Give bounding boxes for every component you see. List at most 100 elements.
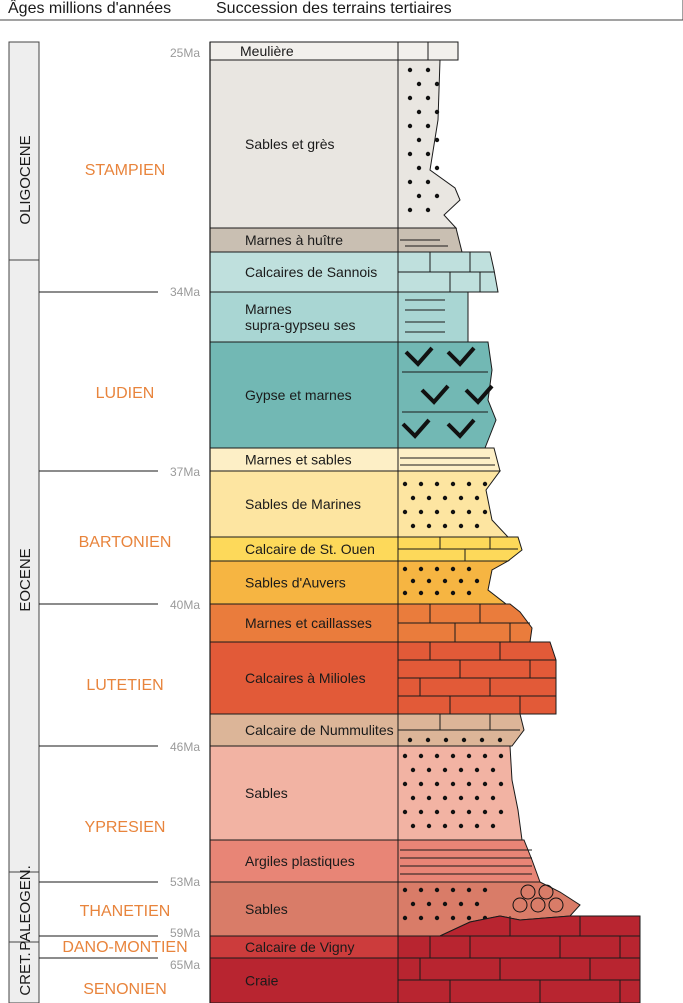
litho-dot bbox=[434, 887, 440, 893]
litho-dot bbox=[458, 901, 464, 907]
litho-dot bbox=[466, 915, 472, 921]
lithology-column bbox=[397, 41, 641, 1003]
layer-band-13: Sables bbox=[209, 745, 399, 841]
litho-dot bbox=[434, 109, 440, 115]
layer-band-10: Marnes et caillasses bbox=[209, 603, 399, 643]
litho-dot bbox=[425, 737, 431, 743]
litho-dot bbox=[410, 578, 416, 584]
litho-dot bbox=[474, 578, 480, 584]
litho-dot bbox=[425, 123, 431, 129]
layer-band-8: Calcaire de St. Ouen bbox=[209, 536, 399, 562]
layer-band-1: Sables et grès bbox=[209, 59, 399, 229]
layer-band-fill bbox=[209, 641, 399, 715]
litho-dot bbox=[416, 165, 422, 171]
litho-dot bbox=[407, 151, 413, 157]
litho-dot bbox=[418, 781, 424, 787]
litho-argiles bbox=[397, 839, 541, 883]
litho-dot bbox=[458, 578, 464, 584]
litho-dot bbox=[498, 781, 504, 787]
litho-dot bbox=[410, 767, 416, 773]
litho-dot bbox=[418, 915, 424, 921]
litho-dot bbox=[434, 509, 440, 515]
litho-dot bbox=[426, 523, 432, 529]
period-labels: OLIGOCENE EOCENE PALEOGEN. CRET. bbox=[17, 135, 34, 995]
layer-label: Calcaire de Vigny bbox=[245, 939, 354, 955]
litho-dot bbox=[434, 915, 440, 921]
oolite-circle bbox=[538, 884, 554, 900]
litho-dot bbox=[402, 915, 408, 921]
layer-band-3: Calcaires de Sannois bbox=[209, 251, 399, 293]
layer-band-2: Marnes à huître bbox=[209, 227, 399, 253]
layer-band-17: Craie bbox=[209, 957, 399, 1003]
litho-dot bbox=[418, 509, 424, 515]
litho-dot bbox=[402, 509, 408, 515]
litho-dot bbox=[402, 481, 408, 487]
litho-dot bbox=[482, 753, 488, 759]
litho-dot bbox=[482, 481, 488, 487]
litho-dot bbox=[418, 753, 424, 759]
litho-dot bbox=[407, 179, 413, 185]
litho-dot bbox=[466, 590, 472, 596]
layer-label: Sables de Marines bbox=[245, 496, 361, 512]
litho-dot bbox=[426, 795, 432, 801]
oolite-circle bbox=[520, 884, 536, 900]
litho-dot bbox=[490, 795, 496, 801]
layer-label: Marnes à huître bbox=[245, 232, 343, 248]
litho-dot bbox=[434, 590, 440, 596]
litho-dot bbox=[425, 207, 431, 213]
stage-label-thanetien: THANETIEN bbox=[80, 903, 171, 920]
litho-dot bbox=[416, 109, 422, 115]
litho-dot bbox=[474, 767, 480, 773]
litho-dot bbox=[410, 495, 416, 501]
layer-band-fill bbox=[209, 291, 399, 343]
age-label-53: 53Ma bbox=[170, 875, 200, 889]
litho-marnes-sables bbox=[397, 447, 501, 472]
litho-dot bbox=[466, 753, 472, 759]
layer-label: Craie bbox=[245, 973, 279, 989]
litho-dot bbox=[450, 781, 456, 787]
litho-dot bbox=[474, 495, 480, 501]
layer-band-6: Marnes et sables bbox=[209, 447, 399, 472]
litho-dot bbox=[474, 795, 480, 801]
litho-sables-gres bbox=[397, 59, 461, 229]
layer-band-fill bbox=[209, 227, 399, 253]
litho-dot bbox=[425, 95, 431, 101]
litho-craie bbox=[397, 915, 641, 1003]
litho-dot bbox=[434, 753, 440, 759]
layer-band-fill bbox=[209, 470, 399, 538]
layer-band-fill bbox=[209, 745, 399, 841]
litho-dot bbox=[450, 590, 456, 596]
layer-band-fill bbox=[209, 59, 399, 229]
period-label-paleogen: PALEOGEN. bbox=[17, 865, 34, 951]
layer-label: Calcaires à Milioles bbox=[245, 670, 366, 686]
litho-dot bbox=[474, 523, 480, 529]
litho-dot bbox=[498, 809, 504, 815]
litho-dot bbox=[442, 523, 448, 529]
layer-band-5: Gypse et marnes bbox=[209, 341, 399, 449]
litho-dot bbox=[442, 823, 448, 829]
litho-dot bbox=[416, 137, 422, 143]
age-label-59: 59Ma bbox=[170, 926, 200, 940]
layer-band-fill bbox=[209, 41, 399, 61]
litho-dot bbox=[466, 781, 472, 787]
litho-dot bbox=[450, 809, 456, 815]
layer-label: Calcaires de Sannois bbox=[245, 264, 377, 280]
litho-dot bbox=[482, 809, 488, 815]
layer-band-fill bbox=[209, 957, 399, 1003]
litho-dot bbox=[426, 578, 432, 584]
litho-dot bbox=[450, 915, 456, 921]
stage-label-lutetien: LUTETIEN bbox=[86, 677, 163, 694]
age-label-25: 25Ma bbox=[170, 46, 200, 60]
period-label-cret: CRET. bbox=[17, 952, 34, 995]
litho-dot bbox=[410, 795, 416, 801]
litho-dot bbox=[450, 481, 456, 487]
litho-dot bbox=[426, 767, 432, 773]
oolite-circle bbox=[530, 897, 546, 913]
litho-dot bbox=[425, 151, 431, 157]
litho-dot bbox=[443, 737, 449, 743]
litho-dot bbox=[482, 887, 488, 893]
period-box-oligocene bbox=[8, 41, 40, 261]
stage-labels: STAMPIEN LUDIEN BARTONIEN LUTETIEN YPRES… bbox=[62, 162, 187, 998]
